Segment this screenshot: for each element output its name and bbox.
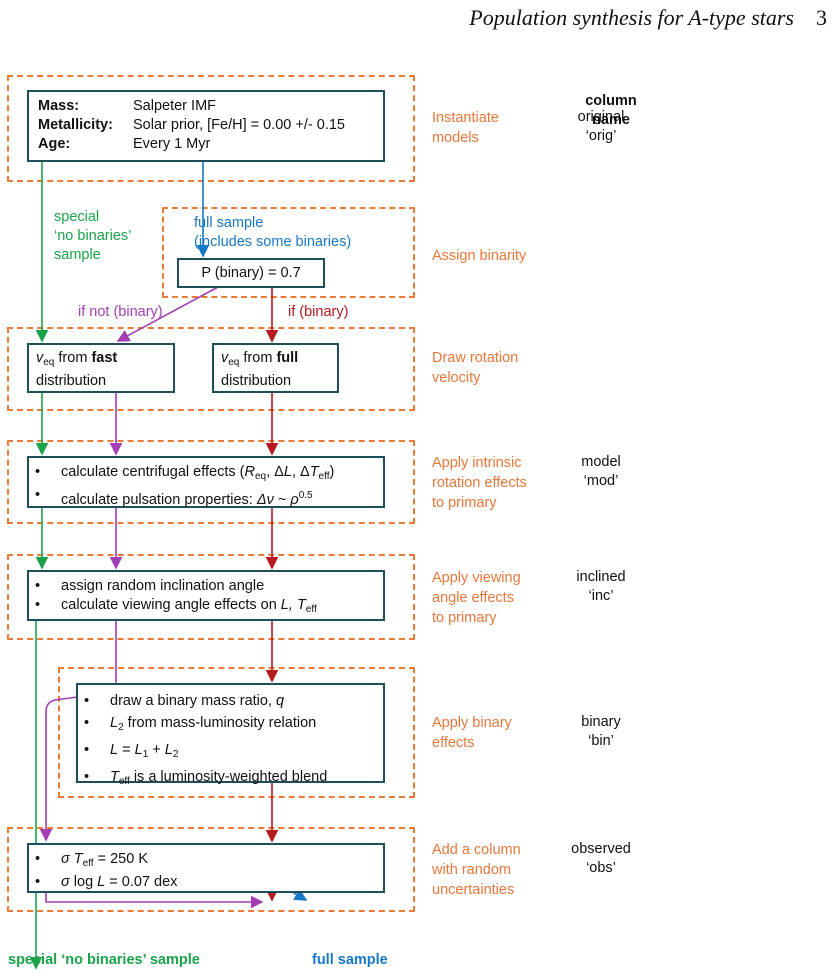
viewing-effects-box: assign random inclination angle calculat… [27, 570, 385, 621]
if-binary-label: if (binary) [288, 304, 349, 320]
arrow-purple-5 [45, 892, 264, 909]
column-name-mod: model‘mod’ [581, 454, 621, 489]
stage-region-rotation [7, 327, 415, 411]
output-full-sample: full sample [312, 952, 388, 968]
binary-effects-box: draw a binary mass ratio, q L2 from mass… [76, 683, 385, 788]
intrinsic-effects-box: calculate centrifugal effects (Req, ΔL, … [27, 456, 385, 508]
column-name-header: column name [585, 93, 637, 128]
output-special-sample: special ‘no binaries’ sample [8, 952, 200, 968]
special-sample-label: special‘no binaries’sample [54, 209, 132, 263]
column-name-orig: original‘orig’ [577, 109, 625, 144]
stage-region-viewing [7, 554, 415, 640]
if-not-binary-label: if not (binary) [78, 304, 163, 320]
observed-uncertainties-box: σ Teff = 250 K σ log L = 0.07 dex [27, 843, 385, 893]
stage-region-instantiate [7, 75, 415, 182]
column-name-inc: inclined‘inc’ [576, 569, 626, 604]
stage-region-intrinsic [7, 440, 415, 524]
column-name-bin: binary‘bin’ [581, 714, 621, 749]
full-distribution-box: veq from full distribution [212, 343, 339, 393]
fast-distribution-box: veq from fast distribution [27, 343, 175, 393]
binary-probability-box: P (binary) = 0.7 [177, 258, 325, 288]
running-title: Population synthesis for A-type stars [469, 5, 794, 30]
stage-label-binarity: Assign binarity [432, 248, 527, 264]
full-sample-label: full sample(includes some binaries) [194, 215, 352, 250]
arrow-purple-1 [116, 286, 219, 342]
page-header: Population synthesis for A-type stars 3 [469, 5, 827, 31]
column-name-obs: observed‘obs’ [571, 841, 631, 876]
stage-region-binarity [162, 207, 415, 298]
instantiate-models-box: Mass:Salpeter IMF Metallicity:Solar prio… [27, 90, 385, 162]
page-number: 3 [816, 5, 827, 30]
stage-region-binary [58, 667, 415, 798]
stage-region-observed [7, 827, 415, 912]
